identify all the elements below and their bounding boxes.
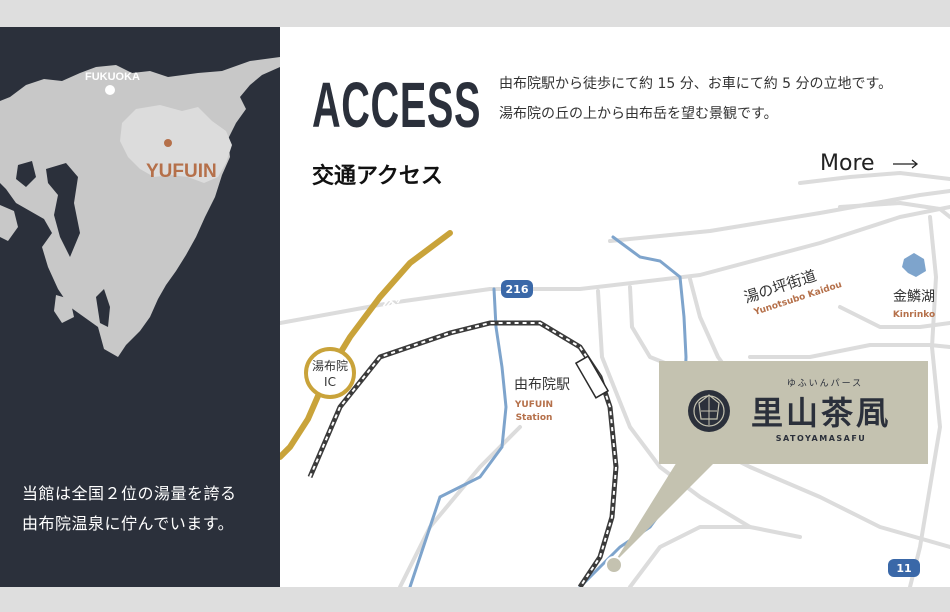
kagoshima-bay (96, 289, 110, 327)
fukuoka-dot (105, 85, 115, 95)
northern-sea (0, 27, 280, 101)
road-center-1 (596, 289, 752, 529)
road-main-east (280, 205, 950, 325)
expressway (280, 230, 453, 460)
road-east-top (798, 171, 950, 185)
intro-line-2: 由布院温泉に佇んでいます。 (22, 514, 235, 533)
station-platform (574, 355, 610, 399)
fukuoka-label: FUKUOKA (85, 71, 140, 83)
description-line-1: 由布院駅から徒歩にて約 15 分、お車にて約 5 分の立地です。 (499, 76, 893, 92)
access-title: ACCESS (312, 69, 482, 141)
description-line-2: 湯布院の丘の上から由布岳を望む景観です。 (499, 106, 778, 122)
kyushu-landmass (0, 27, 280, 357)
station-label-en-2: Station (516, 413, 553, 423)
lake-label-en: Kinrinko (893, 310, 935, 320)
route-216-label: 216 (506, 283, 529, 296)
amakusa-island (54, 295, 74, 323)
road-lower-3 (398, 425, 522, 587)
station-label-en-1: YUFUIN (514, 400, 553, 410)
access-map: 大分自動車道 湯布院 IC 216 11 湯の坪街道 Yunotsubo Kai… (280, 171, 950, 587)
hotel-name: 里山茶凮 (751, 394, 891, 432)
access-subtitle: 交通アクセス (312, 164, 443, 189)
lake-label-jp: 金鱗湖 (893, 289, 935, 305)
road-right-1 (908, 215, 942, 587)
bottom-strip (0, 587, 950, 612)
oita-prefecture (120, 105, 232, 183)
omura-bay (16, 161, 36, 187)
more-link[interactable]: More (820, 151, 919, 176)
road-center-4 (748, 343, 950, 359)
road-top-arc (838, 201, 950, 219)
ic-badge (304, 347, 356, 399)
kinrinko-lake (902, 253, 926, 277)
hotel-callout-pointer (614, 457, 720, 563)
road-right-2 (838, 305, 950, 329)
intro-line-1: 当館は全国２位の湯量を誇る (22, 484, 237, 503)
route-216-badge (501, 280, 533, 298)
station-label-jp: 由布院駅 (514, 377, 570, 393)
kyushu-map-panel: FUKUOKA YUFUIN 当館は全国２位の湯量を誇る 由布院温泉に佇んでいま… (0, 27, 280, 587)
access-description: 由布院駅から徒歩にて約 15 分、お車にて約 5 分の立地です。 湯布院の丘の上… (499, 69, 892, 129)
hotel-kana: ゆふいんパース (787, 378, 863, 389)
road-lower-2 (628, 525, 802, 587)
access-panel: 大分自動車道 湯布院 IC 216 11 湯の坪街道 Yunotsubo Kai… (280, 27, 950, 587)
railway-track-base (307, 320, 619, 587)
top-strip (0, 0, 950, 27)
kyushu-map: FUKUOKA YUFUIN (0, 27, 280, 357)
route-11-badge (888, 559, 920, 577)
yufuin-dot (164, 139, 172, 147)
road-north-east (608, 189, 950, 243)
ariake-sea (46, 163, 80, 257)
railway-track-ties (309, 322, 618, 587)
ic-label-line2: IC (324, 375, 336, 389)
hotel-emblem-icon (688, 390, 730, 432)
hotel-name-en: SATOYAMASAFU (776, 434, 867, 443)
intro-text: 当館は全国２位の湯量を誇る 由布院温泉に佇んでいます。 (22, 479, 237, 539)
more-label: More (820, 151, 875, 176)
river-center (408, 287, 508, 587)
route-11-label: 11 (896, 562, 911, 575)
hotel-location-dot (605, 556, 623, 574)
arrow-right-icon (892, 158, 918, 169)
ic-label-line1: 湯布院 (312, 359, 348, 373)
yufuin-label: YUFUIN (146, 161, 217, 182)
goto-islands (0, 205, 18, 241)
